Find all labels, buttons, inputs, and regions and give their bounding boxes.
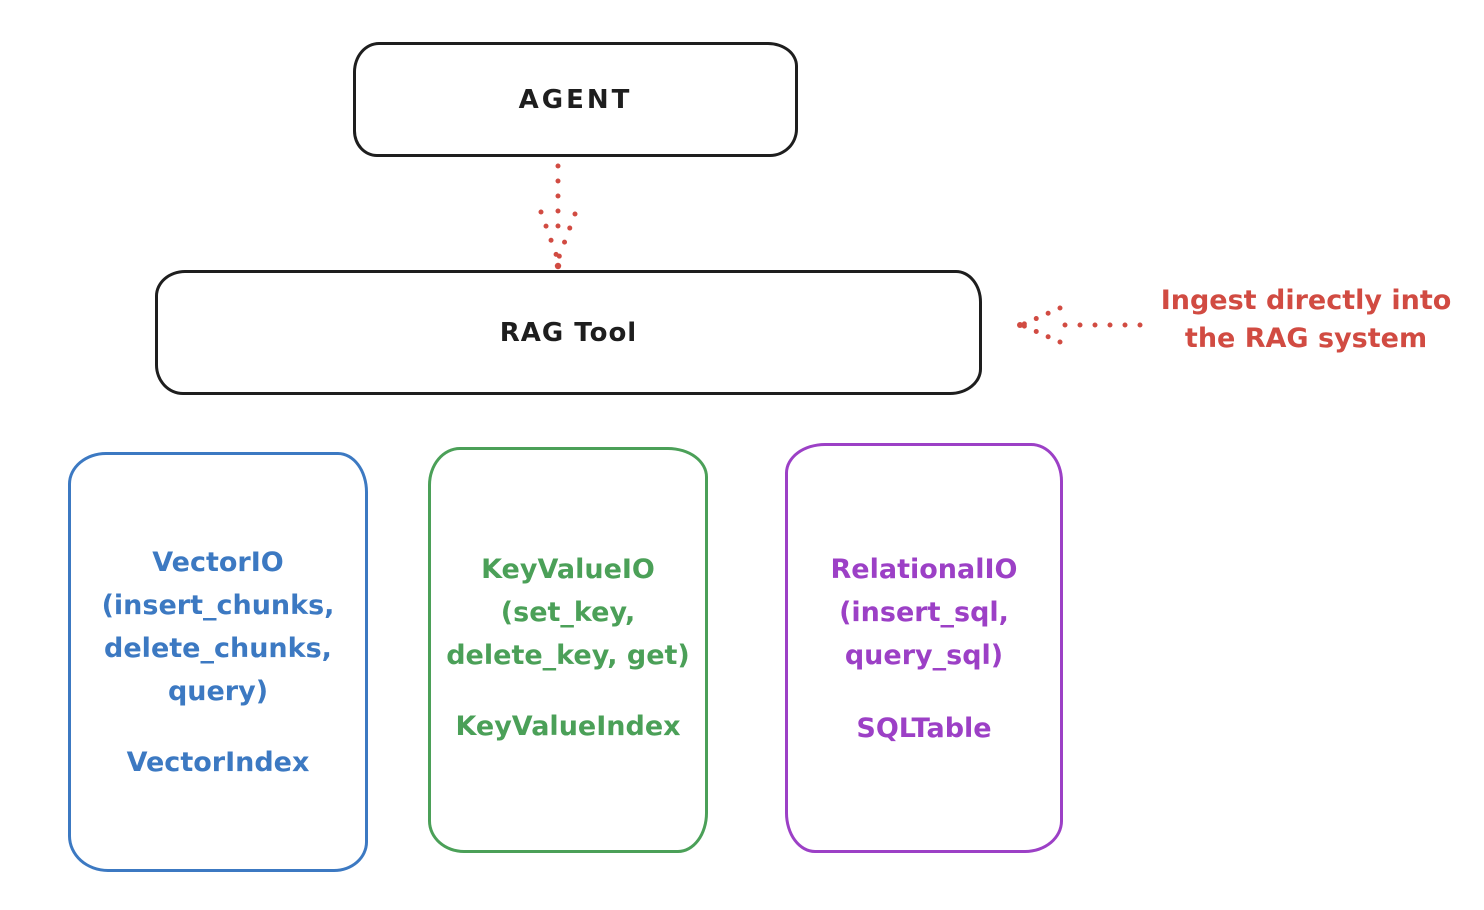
rag-tool-box: RAG Tool <box>155 270 982 395</box>
relational-io-methods-line: query_sql) <box>844 640 1004 671</box>
vector-io-methods-line: query) <box>167 676 269 707</box>
vector-index-label: VectorIndex <box>126 747 310 778</box>
vector-io-box: VectorIO (insert_chunks, delete_chunks, … <box>68 452 368 872</box>
agent-to-ragtool-dotted-arrow-icon <box>538 163 578 270</box>
vector-io-methods-line: (insert_chunks, <box>101 590 335 621</box>
rag-tool-label: RAG Tool <box>499 317 638 348</box>
vector-io-methods-line: delete_chunks, <box>104 633 332 664</box>
keyvalue-index-label: KeyValueIndex <box>455 711 681 742</box>
ingest-annotation-line1: Ingest directly into <box>1160 285 1452 316</box>
sql-table-label: SQLTable <box>856 713 992 744</box>
ingest-dotted-arrow-icon <box>1017 305 1143 345</box>
agent-box: AGENT <box>353 42 798 157</box>
vector-io-title: VectorIO <box>152 547 284 578</box>
relational-io-title: RelationalIO <box>830 554 1018 585</box>
ingest-annotation-line2: the RAG system <box>1184 323 1428 354</box>
relational-io-methods-line: (insert_sql, <box>839 597 1009 628</box>
keyvalue-io-methods-line: (set_key, <box>500 597 636 628</box>
keyvalue-io-title: KeyValueIO <box>481 554 655 585</box>
ingest-annotation: Ingest directly into the RAG system <box>1128 282 1484 358</box>
relational-io-box: RelationalIO (insert_sql, query_sql) SQL… <box>785 443 1063 853</box>
keyvalue-io-box: KeyValueIO (set_key, delete_key, get) Ke… <box>428 447 708 853</box>
keyvalue-io-methods-line: delete_key, get) <box>446 640 690 671</box>
agent-label: AGENT <box>518 84 633 115</box>
